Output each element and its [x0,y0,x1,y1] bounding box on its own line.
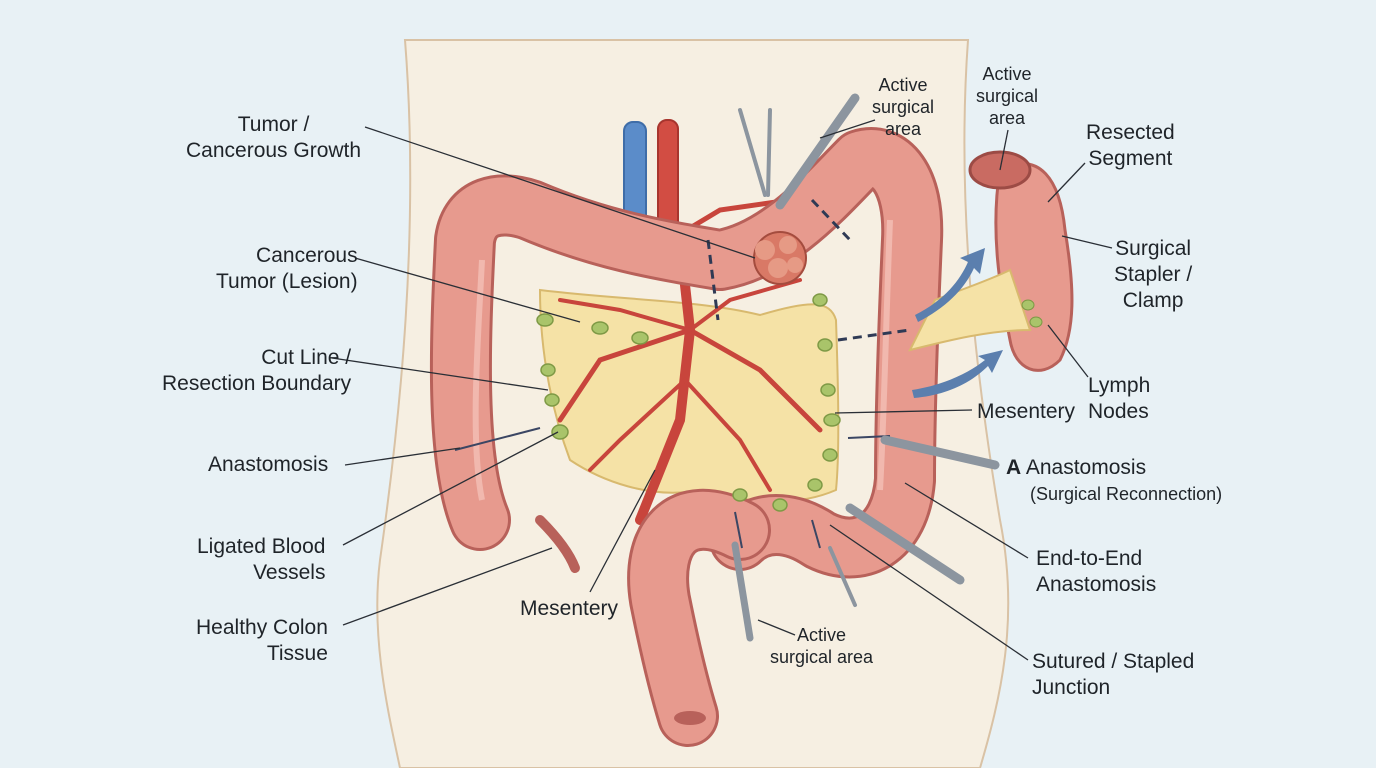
label-surgical-reconnection: (Surgical Reconnection) [1030,484,1223,504]
resected-segment [994,162,1074,372]
appendix [535,515,580,573]
label-active-bottom: Active surgical area [770,625,874,667]
label-tumor-lesion: Cancerous Tumor (Lesion) [216,244,358,293]
removal-arrows [912,248,1003,398]
label-ligated-vessels: Ligated Blood Vessels [197,535,326,584]
label-mesentery-right: Mesentery [977,400,1076,423]
label-active-right: Active surgical area [976,64,1039,128]
label-sutured-junction: Sutured / Stapled Junction [1032,650,1195,699]
lymph-node-chain [536,293,841,512]
label-healthy-tissue: Healthy Colon Tissue [196,616,328,665]
label-tumor-growth: Tumor / Cancerous Growth [186,113,362,162]
label-anastomosis-right: A Anastomosis [1006,456,1147,479]
surgical-instruments [731,93,1000,642]
label-anastomosis-left: Anastomosis [208,453,329,476]
tumor [753,231,807,285]
label-cut-line: Cut Line / Resection Boundary [162,346,352,395]
leader-lines [331,119,1113,661]
label-end-to-end: End-to-End Anastomosis [1036,547,1157,596]
label-stapler-clamp: Surgical Stapler / Clamp [1114,237,1193,312]
label-active-top: Active surgical area [872,75,935,139]
label-mesentery-bottom: Mesentery [520,597,619,620]
cut-lines [706,198,911,342]
label-lymph-nodes: Lymph Nodes [1088,374,1151,423]
label-resected-segment: Resected Segment [1086,121,1175,170]
mesentery-fan [538,288,840,503]
